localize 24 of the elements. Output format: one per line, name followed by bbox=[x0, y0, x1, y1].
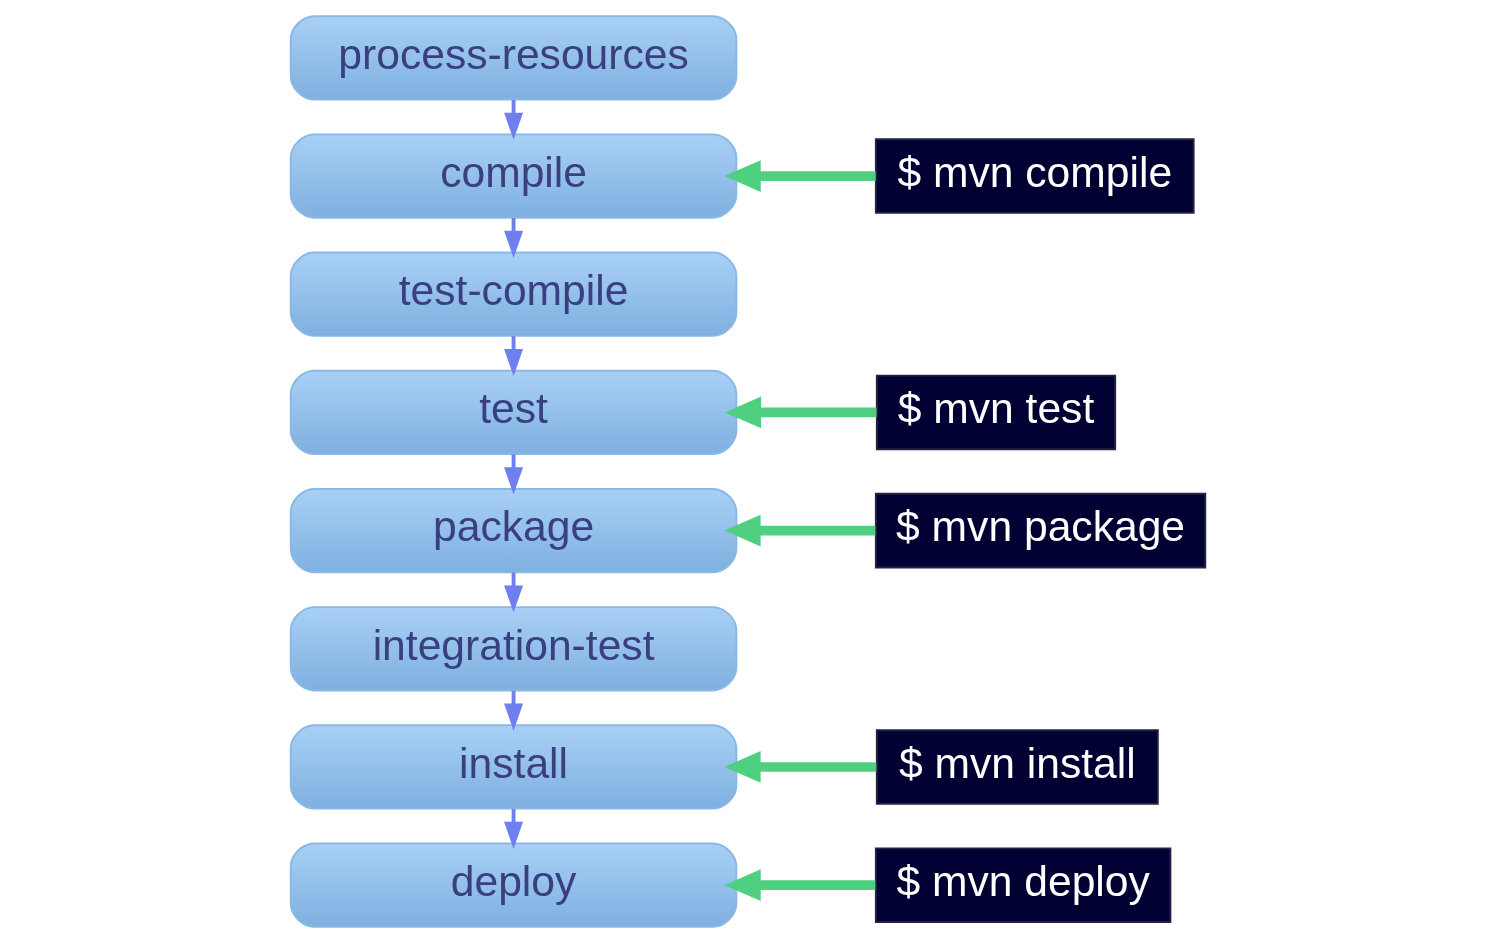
node-box: test bbox=[289, 369, 738, 456]
arrow bbox=[724, 869, 876, 902]
arrow bbox=[504, 336, 524, 377]
arrow bbox=[504, 454, 524, 495]
node-box: process-resources bbox=[289, 15, 738, 101]
arrow bbox=[504, 808, 524, 849]
node-box: compile bbox=[289, 133, 738, 219]
arrow bbox=[724, 514, 876, 547]
node-box: $ mvn deploy bbox=[874, 847, 1172, 923]
node-box: install bbox=[289, 724, 738, 810]
arrow bbox=[504, 217, 524, 258]
node-box: $ mvn package bbox=[874, 492, 1207, 569]
node-box: $ mvn test bbox=[875, 374, 1117, 451]
node-box: integration-test bbox=[289, 606, 738, 692]
arrow bbox=[724, 160, 876, 192]
node-box: package bbox=[289, 487, 738, 574]
arrow bbox=[504, 99, 524, 140]
node-box: deploy bbox=[289, 842, 738, 928]
node-box: test-compile bbox=[289, 251, 738, 337]
arrow bbox=[504, 690, 524, 731]
arrow bbox=[724, 396, 877, 429]
node-box: $ mvn compile bbox=[874, 138, 1195, 214]
arrow bbox=[724, 751, 877, 783]
node-box: $ mvn install bbox=[875, 729, 1159, 805]
